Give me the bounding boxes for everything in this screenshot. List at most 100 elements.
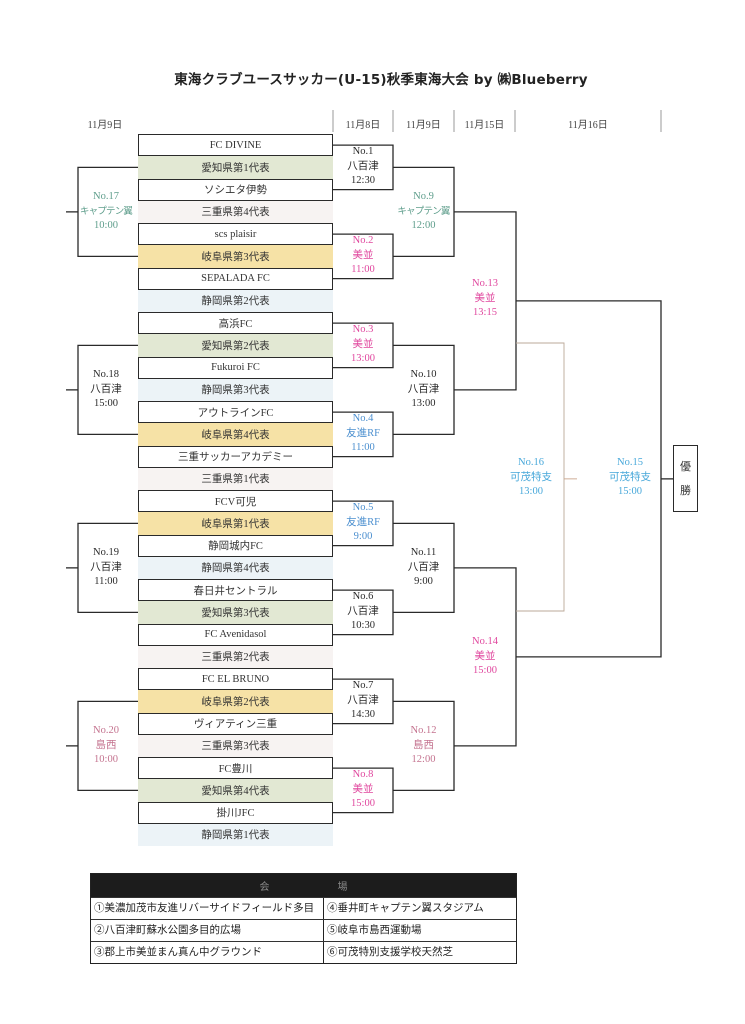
team-row: ソシエタ伊勢 [138, 178, 333, 201]
match-label-12: No.12 島西 12:00 [393, 724, 454, 768]
match-time: 10:00 [94, 220, 118, 231]
match-time: 9:00 [353, 531, 373, 542]
match-label-9: No.9 キャプテン翼 12:00 [393, 190, 454, 234]
match-venue: 美並 [474, 292, 496, 304]
match-venue: 友進RF [346, 516, 380, 528]
team-row: FC EL BRUNO [138, 668, 333, 691]
team-row: 静岡県第4代表 [138, 556, 333, 579]
match-number: No.10 [410, 369, 437, 380]
match-label-7: No.7 八百津 14:30 [333, 679, 393, 723]
match-time: 9:00 [414, 576, 433, 587]
team-row: FCV可児 [138, 490, 333, 513]
match-label-2: No.2 美並 11:00 [333, 234, 393, 278]
team-row: scs plaisir [138, 223, 333, 246]
match-venue: 友進RF [346, 427, 380, 439]
venue-table: 会場 ①美濃加茂市友進リバーサイドフィールド多目 ④垂井町キャプテン翼スタジアム… [90, 873, 517, 964]
team-row: 三重サッカーアカデミー [138, 445, 333, 468]
team-row: 岐阜県第4代表 [138, 423, 333, 446]
venue-row: ②八百津町蘇水公園多目的広場 ⑤岐阜市島西運動場 [91, 919, 516, 941]
team-row: Fukuroi FC [138, 356, 333, 379]
match-time: 15:00 [473, 665, 497, 676]
date-round1: 11月8日 [345, 120, 381, 131]
match-time: 12:00 [411, 754, 436, 765]
team-row: SEPALADA FC [138, 267, 333, 290]
match-number: No.9 [413, 191, 434, 202]
venue-row: ①美濃加茂市友進リバーサイドフィールド多目 ④垂井町キャプテン翼スタジアム [91, 897, 516, 919]
team-row: FC Avenidasol [138, 623, 333, 646]
match-time: 11:00 [94, 576, 118, 587]
team-row: 愛知県第4代表 [138, 779, 333, 802]
match-number: No.3 [352, 324, 374, 335]
page-title: 東海クラブユースサッカー(U-15)秋季東海大会 by ㈱Blueberry [174, 72, 588, 88]
match-time: 15:00 [618, 486, 642, 497]
match-time: 13:00 [411, 398, 436, 409]
match-time: 12:00 [411, 220, 436, 231]
team-row: 三重県第3代表 [138, 734, 333, 757]
match-label-4: No.4 友進RF 11:00 [333, 412, 393, 456]
match-label-1: No.1 八百津 12:30 [333, 145, 393, 189]
match-label-20: No.20 島西 10:00 [76, 724, 136, 768]
team-row: FC DIVINE [138, 134, 333, 157]
match-number: No.6 [352, 591, 374, 602]
match-time: 10:30 [351, 620, 375, 631]
match-label-16: No.16 可茂特支 13:00 [501, 456, 561, 500]
match-venue: キャプテン翼 [79, 206, 133, 217]
match-venue: 八百津 [407, 561, 440, 573]
match-venue: 美並 [352, 249, 374, 261]
match-number: No.1 [352, 146, 374, 157]
match-label-8: No.8 美並 15:00 [333, 768, 393, 812]
match-venue: 可茂特支 [609, 471, 651, 483]
venue-cell: ③郡上市美並まん真ん中グラウンド [91, 942, 324, 963]
match-time: 13:00 [351, 353, 375, 364]
team-row: 静岡県第1代表 [138, 823, 333, 846]
date-round2: 11月9日 [406, 120, 441, 131]
date-left-round: 11月9日 [87, 120, 123, 131]
match-venue: 八百津 [90, 561, 122, 573]
match-number: No.20 [93, 725, 119, 736]
champion-char: 優 [680, 460, 691, 473]
match-venue: 可茂特支 [510, 471, 552, 483]
match-number: No.5 [352, 502, 374, 513]
team-row: 静岡城内FC [138, 534, 333, 557]
team-row: 三重県第1代表 [138, 467, 333, 490]
venue-cell: ②八百津町蘇水公園多目的広場 [91, 920, 324, 941]
match-number: No.17 [93, 191, 119, 202]
match-venue: 美並 [352, 338, 374, 350]
match-time: 14:30 [351, 709, 375, 720]
team-list: FC DIVINE 愛知県第1代表 ソシエタ伊勢 三重県第4代表 scs pla… [138, 134, 333, 846]
venue-cell: ④垂井町キャプテン翼スタジアム [327, 903, 484, 914]
team-row: 岐阜県第1代表 [138, 512, 333, 535]
team-row: 高浜FC [138, 312, 333, 335]
date-semifinal: 11月15日 [464, 120, 505, 131]
match-venue: 美並 [474, 650, 496, 662]
team-row: 愛知県第2代表 [138, 334, 333, 357]
match-time: 13:00 [519, 486, 543, 497]
team-row: 岐阜県第3代表 [138, 245, 333, 268]
match-venue: 島西 [413, 739, 434, 751]
match-label-17: No.17 キャプテン翼 10:00 [76, 190, 136, 234]
match-label-18: No.18 八百津 15:00 [76, 368, 136, 412]
match-number: No.12 [410, 725, 437, 736]
match-venue: 島西 [95, 739, 117, 751]
team-row: FC豊川 [138, 757, 333, 780]
match-label-10: No.10 八百津 13:00 [393, 368, 454, 412]
match-number: No.7 [352, 680, 374, 691]
match-number: No.4 [352, 413, 374, 424]
team-row: 愛知県第1代表 [138, 156, 333, 179]
team-row: 三重県第4代表 [138, 200, 333, 223]
venue-cell: ①美濃加茂市友進リバーサイドフィールド多目 [91, 898, 324, 919]
match-number: No.13 [472, 278, 498, 289]
date-final: 11月16日 [568, 120, 608, 131]
match-time: 11:00 [351, 264, 375, 275]
match-number: No.16 [518, 457, 544, 468]
match-label-11: No.11 八百津 9:00 [393, 546, 454, 590]
match-number: No.2 [352, 235, 374, 246]
venue-cell: ⑤岐阜市島西運動場 [327, 925, 422, 936]
match-number: No.14 [472, 636, 498, 647]
match-time: 10:00 [94, 754, 118, 765]
team-row: 静岡県第2代表 [138, 289, 333, 312]
match-number: No.11 [410, 547, 437, 558]
match-venue: 八百津 [347, 160, 379, 172]
venue-table-header: 会場 [91, 874, 516, 897]
